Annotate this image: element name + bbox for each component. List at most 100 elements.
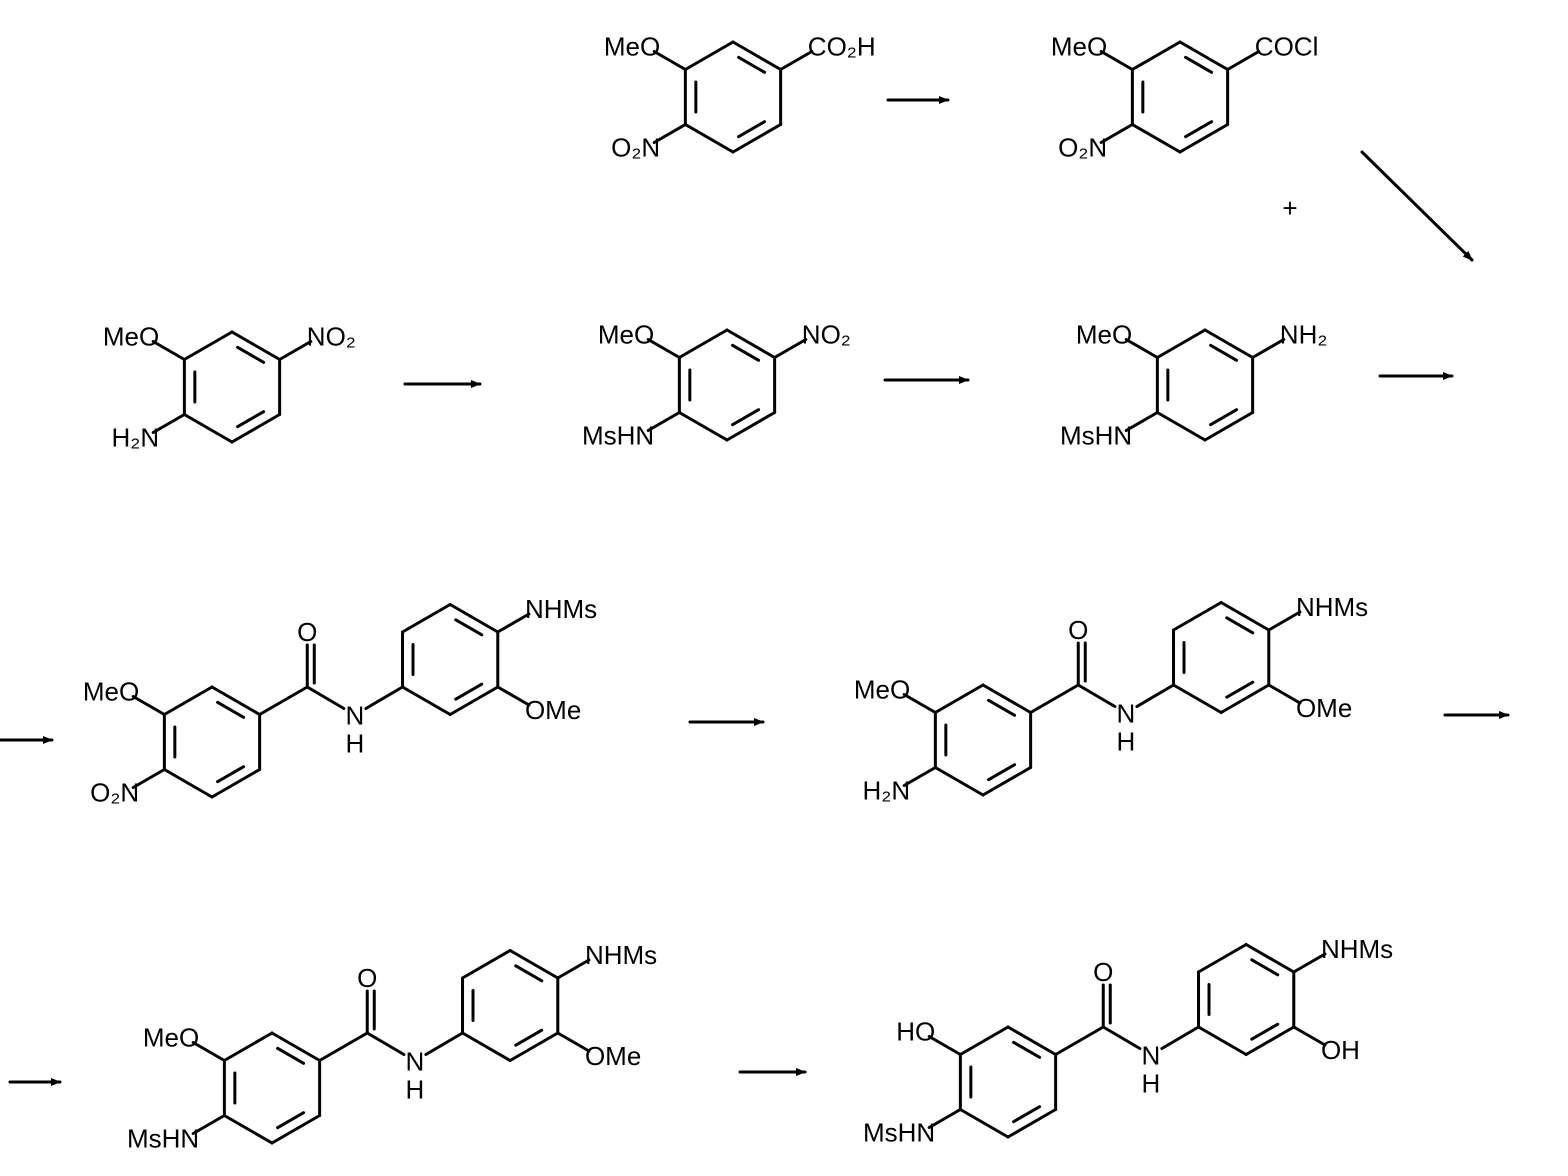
ring-bond <box>403 687 451 715</box>
atom-label: NHMs <box>1321 934 1393 964</box>
atom-label: MsHN <box>1060 421 1132 451</box>
atom-label: MeO <box>143 1023 199 1053</box>
ring-bond <box>935 685 983 713</box>
atom-label: N <box>406 1047 425 1077</box>
ring-bond <box>463 1033 511 1061</box>
atom-label: NHMs <box>525 594 597 624</box>
ring-bond <box>1221 603 1269 631</box>
atom-label: CO₂H <box>808 32 876 62</box>
atom-label: N <box>346 701 365 731</box>
ring-bond <box>1199 1027 1247 1055</box>
ring-bond <box>510 951 558 979</box>
ring-bond <box>1246 945 1294 973</box>
molecule-amino-amide: MeOH₂NONHNHMsOMe <box>854 592 1368 806</box>
atom-label: OMe <box>585 1041 641 1071</box>
atom-label: MeO <box>103 322 159 352</box>
atom-label: NO₂ <box>802 320 851 350</box>
atom-label: H₂N <box>112 423 160 453</box>
ring-bond <box>1174 603 1222 631</box>
ring-bond <box>1008 1027 1056 1055</box>
carbonyl-bond <box>320 1033 368 1061</box>
ring-bond <box>1157 330 1205 358</box>
ring-bond <box>727 330 775 358</box>
atom-label: MsHN <box>863 1118 935 1148</box>
atom-label: O <box>357 963 377 993</box>
ring-bond <box>403 605 451 633</box>
atom-label: O <box>297 617 317 647</box>
ring-bond <box>960 1027 1008 1055</box>
ring-bond <box>679 330 727 358</box>
atom-label: H <box>346 729 365 759</box>
carbonyl-bond <box>260 687 308 715</box>
atom-label: NO₂ <box>307 322 356 352</box>
ring-bond <box>224 1033 272 1061</box>
ring-bond <box>1205 330 1253 358</box>
ring-bond <box>450 605 498 633</box>
ring-bond <box>463 951 511 979</box>
amide-bond <box>307 687 344 709</box>
atom-label: OMe <box>1296 693 1352 723</box>
amide-bond <box>1162 1027 1199 1049</box>
ring-bond <box>733 42 781 70</box>
amide-bond <box>1103 1027 1140 1049</box>
atom-label: H <box>1142 1069 1161 1099</box>
ring-bond <box>983 685 1031 713</box>
atom-label: O <box>1093 957 1113 987</box>
ring-bond <box>1199 945 1247 973</box>
ring-bond <box>1132 42 1180 70</box>
atom-label: O₂N <box>90 778 139 808</box>
atom-label: O₂N <box>1058 133 1107 163</box>
ring-bond <box>212 687 260 715</box>
amide-bond <box>1137 685 1174 707</box>
ring-bond <box>1246 1027 1294 1055</box>
molecule-acid: MeOO₂NCO₂H <box>604 32 876 163</box>
atom-label: MeO <box>854 675 910 705</box>
atom-label: N <box>1142 1041 1161 1071</box>
amide-bond <box>366 687 403 709</box>
ring-bond <box>272 1116 320 1144</box>
ring-bond <box>1205 413 1253 441</box>
ring-bond <box>733 125 781 153</box>
carbonyl-bond <box>1031 685 1079 713</box>
molecules: MeOO₂NCO₂HMeOO₂NCOClMeONO₂H₂NMeONO₂MsHNM… <box>83 32 1393 1154</box>
ring-bond <box>1008 1110 1056 1138</box>
atom-label: NHMs <box>1296 592 1368 622</box>
molecule-mesyl-nitro: MeO NO₂ MsHN <box>582 320 851 451</box>
atom-label: MsHN <box>582 421 654 451</box>
atom-label: MeO <box>83 677 139 707</box>
ring-bond <box>232 332 280 360</box>
ring-bond <box>685 42 733 70</box>
atom-label: H₂N <box>863 776 911 806</box>
ring-bond <box>1174 685 1222 713</box>
molecule-final-product: HOMsHNONHNHMsOH <box>863 934 1393 1148</box>
atom-label: H <box>406 1075 425 1105</box>
ring-bond <box>935 768 983 796</box>
ring-bond <box>164 687 212 715</box>
atom-label: OMe <box>525 695 581 725</box>
atom-label: HO <box>896 1017 935 1047</box>
ring-bond <box>510 1033 558 1061</box>
ring-bond <box>272 1033 320 1061</box>
atom-label: MeO <box>1076 320 1132 350</box>
ring-bond <box>679 413 727 441</box>
amide-bond <box>1078 685 1115 707</box>
ring-bond <box>450 687 498 715</box>
amide-bond <box>367 1033 404 1055</box>
ring-bond <box>212 770 260 798</box>
ring-bond <box>1180 42 1228 70</box>
atom-label: MeO <box>598 320 654 350</box>
molecule-nitro-amide: MeO O₂N O NH NHMsOMe <box>83 594 597 808</box>
reaction-arrow <box>1362 152 1472 260</box>
molecule-nitroaniline: MeO NO₂ H₂N <box>103 322 356 453</box>
plus-sign: + <box>1282 193 1297 223</box>
ring-bond <box>960 1110 1008 1138</box>
ring-bond <box>184 332 232 360</box>
atom-label: H <box>1117 727 1136 757</box>
ring-bond <box>164 770 212 798</box>
atom-label: O₂N <box>611 133 660 163</box>
carbonyl-bond <box>1056 1027 1104 1055</box>
ring-bond <box>1132 125 1180 153</box>
atom-label: N <box>1117 699 1136 729</box>
atom-label: NHMs <box>585 940 657 970</box>
atom-label: MsHN <box>127 1124 199 1154</box>
